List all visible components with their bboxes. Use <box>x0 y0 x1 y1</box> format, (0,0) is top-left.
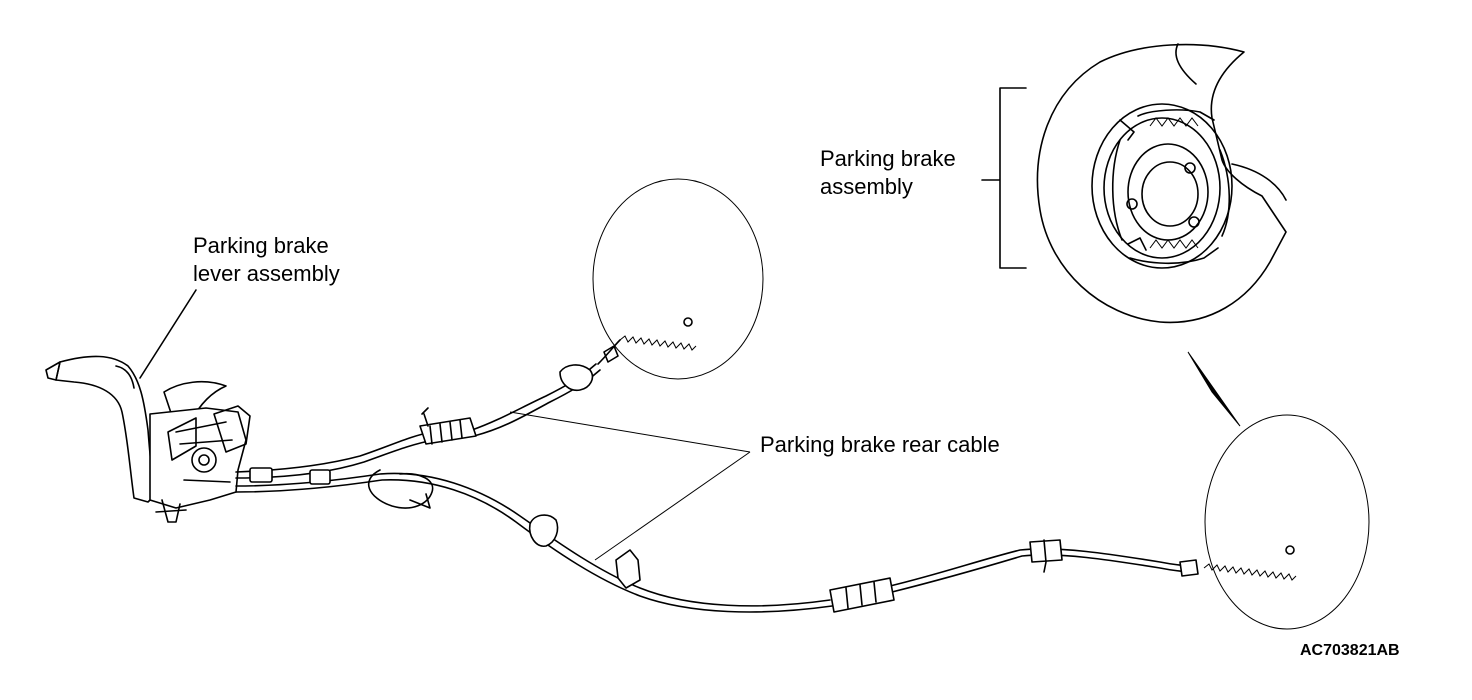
cable-routing <box>235 317 1297 613</box>
brake-assembly-drawing <box>1036 43 1287 324</box>
rear-cable-label: Parking brake rear cable <box>760 432 1000 457</box>
detail-pointer-arrow <box>1187 351 1241 427</box>
rear-cable-leader-upper <box>509 411 751 453</box>
upper-detail-circle <box>592 178 764 380</box>
lever-label-line1: Parking brake <box>193 233 329 258</box>
lower-detail-circle <box>1204 414 1370 630</box>
assembly-label-line1: Parking brake <box>820 146 956 171</box>
assembly-bracket <box>981 87 1027 269</box>
assembly-label-line2: assembly <box>820 174 913 199</box>
lever-label-line2: lever assembly <box>193 261 340 286</box>
figure-code: AC703821AB <box>1300 642 1400 659</box>
brake-assembly-label: Parking brake assembly <box>820 145 956 201</box>
lever-assembly-drawing <box>45 355 251 523</box>
rear-cable-leader-lower <box>594 451 751 561</box>
lever-leader-line <box>139 289 197 379</box>
lever-assembly-label: Parking brake lever assembly <box>193 232 340 288</box>
